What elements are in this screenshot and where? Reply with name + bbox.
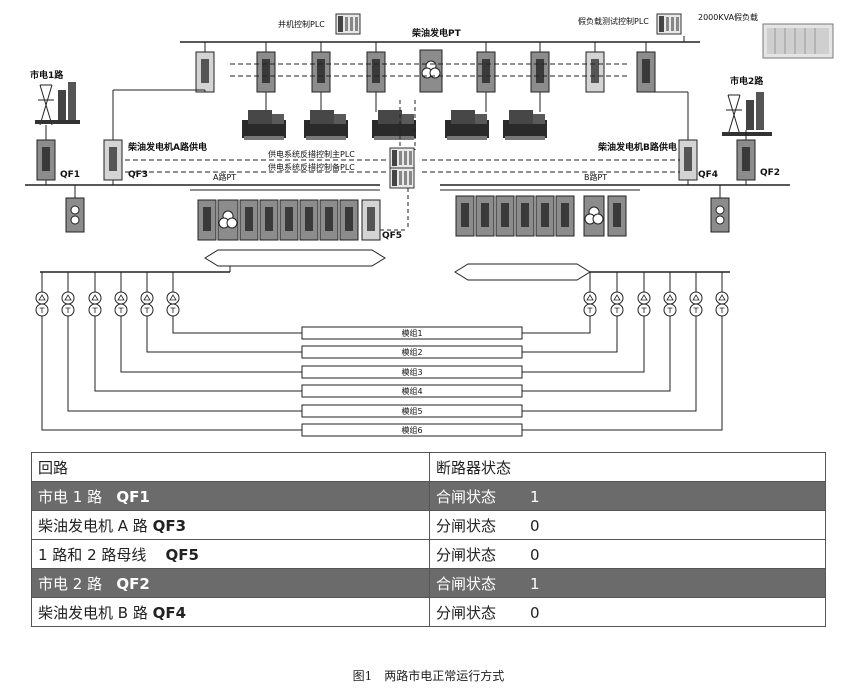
header-circuit: 回路 xyxy=(31,452,430,482)
diesel-pt-label: 柴油发电PT xyxy=(411,27,462,39)
grid2-pt-cabinet xyxy=(710,197,730,233)
grid1-pt-cabinet xyxy=(65,197,85,233)
row-code: 0 xyxy=(530,603,540,622)
row-breaker: QF2 xyxy=(116,574,150,593)
table-header-row: 回路 断路器状态 xyxy=(31,452,826,482)
table-row: 柴油发电机 A 路 QF3 分闸状态 0 xyxy=(31,510,826,540)
row-circuit: 1 路和 2 路母线 xyxy=(38,545,147,564)
module-box xyxy=(301,404,523,418)
module-label: 模组3 xyxy=(401,367,422,377)
ct-icon xyxy=(61,291,75,317)
dummy-load-plc-label: 假负载测试控制PLC xyxy=(578,16,649,26)
main-plc-icon xyxy=(389,147,415,169)
main-plc-label: 供电系统反措控制主PLC xyxy=(268,149,355,159)
a-bus-cabinets xyxy=(197,199,381,241)
module-label: 模组4 xyxy=(401,386,422,396)
ct-icon xyxy=(88,291,102,317)
ct-icon xyxy=(140,291,154,317)
ct-icon xyxy=(637,291,651,317)
b-pt-label: B路PT xyxy=(584,172,607,182)
module-label: 模组1 xyxy=(401,328,422,338)
row-circuit: 市电 2 路 xyxy=(38,574,103,593)
a-pt-label: A路PT xyxy=(213,172,236,182)
table-row: 市电 2 路 QF2 合闸状态 1 xyxy=(31,568,826,598)
backup-plc-label: 供电系统反措控制备PLC xyxy=(268,162,355,172)
qf2-cabinet xyxy=(736,139,756,181)
module-box xyxy=(301,326,523,340)
row-state: 合闸状态 xyxy=(436,574,497,593)
table-row: 柴油发电机 B 路 QF4 分闸状态 0 xyxy=(31,597,826,627)
qf1-cabinet xyxy=(36,139,56,181)
dummy-load-plc-icon xyxy=(656,13,682,35)
diesel-b-supply-label: 柴油发电机B路供电 xyxy=(597,141,677,153)
power-system-diagram: 并机控制PLC 柴油发电PT 假负载测试控制PLC 2000KVA假负载 xyxy=(25,12,834,437)
ct-icon xyxy=(583,291,597,317)
row-code: 0 xyxy=(530,545,540,564)
qf4-cabinet xyxy=(678,139,698,181)
table-row: 1 路和 2 路母线 QF5 分闸状态 0 xyxy=(31,539,826,569)
module-group: 模组1 模组2 模组3 模组4 模组5 模组6 xyxy=(301,326,523,437)
generator-icons xyxy=(242,92,547,140)
ct-icon xyxy=(35,291,49,317)
backup-plc-icon xyxy=(389,167,415,189)
qf4-label: QF4 xyxy=(698,170,718,180)
header-state: 断路器状态 xyxy=(429,452,826,482)
breaker-status-table: 回路 断路器状态 市电 1 路 QF1 合闸状态 1 柴油发电机 A 路 QF3 … xyxy=(31,452,826,627)
ct-icon xyxy=(610,291,624,317)
right-feeder-ct-group xyxy=(522,272,729,431)
dummy-load-label: 2000KVA假负载 xyxy=(698,12,758,22)
row-state: 分闸状态 xyxy=(436,516,497,535)
b-bus-cabinets xyxy=(455,195,627,237)
module-box xyxy=(301,423,523,437)
module-box xyxy=(301,365,523,379)
ct-icon xyxy=(114,291,128,317)
a-bus-arrow xyxy=(204,249,386,267)
module-box xyxy=(301,345,523,359)
grid2-label: 市电2路 xyxy=(730,75,764,87)
parallel-plc-icon xyxy=(335,13,361,35)
grid1-tower-icon xyxy=(35,82,80,126)
row-code: 0 xyxy=(530,516,540,535)
row-breaker: QF5 xyxy=(165,545,199,564)
grid1-label: 市电1路 xyxy=(30,69,64,81)
row-state: 合闸状态 xyxy=(436,487,497,506)
row-state: 分闸状态 xyxy=(436,545,497,564)
row-circuit: 市电 1 路 xyxy=(38,487,103,506)
grid2-tower-icon xyxy=(722,92,772,136)
figure-caption: 图1 两路市电正常运行方式 xyxy=(352,669,505,683)
row-circuit: 柴油发电机 B 路 xyxy=(38,603,148,622)
diesel-a-supply-label: 柴油发电机A路供电 xyxy=(127,141,207,153)
row-breaker: QF1 xyxy=(116,487,150,506)
ct-icon xyxy=(166,291,180,317)
parallel-plc-label: 并机控制PLC xyxy=(278,19,325,29)
module-box xyxy=(301,384,523,398)
table-row: 市电 1 路 QF1 合闸状态 1 xyxy=(31,481,826,511)
row-code: 1 xyxy=(530,574,540,593)
module-label: 模组5 xyxy=(401,406,422,416)
row-code: 1 xyxy=(530,487,540,506)
ct-icon xyxy=(663,291,677,317)
qf3-cabinet xyxy=(103,139,123,181)
row-breaker: QF4 xyxy=(152,603,187,622)
ct-icon xyxy=(715,291,729,317)
row-breaker: QF3 xyxy=(152,516,187,535)
qf2-label: QF2 xyxy=(760,168,780,178)
b-bus-arrow xyxy=(454,263,591,281)
qf5-label: QF5 xyxy=(382,231,402,241)
row-circuit: 柴油发电机 A 路 xyxy=(38,516,148,535)
qf3-label: QF3 xyxy=(128,170,148,180)
qf1-label: QF1 xyxy=(60,170,80,180)
row-state: 分闸状态 xyxy=(436,603,497,622)
module-label: 模组2 xyxy=(401,347,422,357)
dummy-load-rack-icon xyxy=(762,23,834,59)
ct-icon xyxy=(689,291,703,317)
left-feeder-ct-group xyxy=(35,272,302,431)
module-label: 模组6 xyxy=(401,425,422,435)
top-cabinets xyxy=(195,42,656,93)
